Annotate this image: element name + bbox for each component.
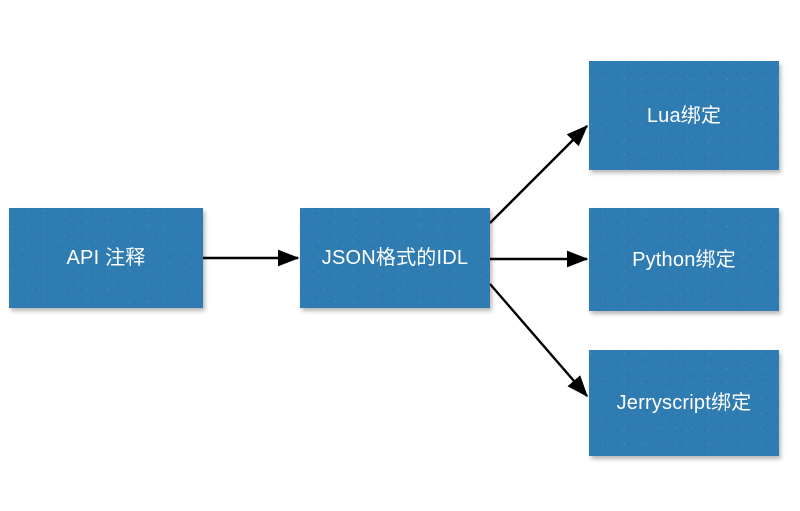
node-json-idl[interactable]: JSON格式的IDL (300, 208, 490, 308)
connector-idl-to-lua (489, 124, 589, 224)
node-label: Lua绑定 (646, 104, 722, 127)
node-label: JSON格式的IDL (321, 247, 469, 269)
node-lua-binding[interactable]: Lua绑定 (589, 61, 779, 170)
node-label: API 注释 (66, 247, 146, 269)
node-python-binding[interactable]: Python绑定 (589, 208, 779, 311)
node-api-annotation[interactable]: API 注释 (9, 208, 203, 308)
node-label: Jerryscript绑定 (616, 392, 752, 414)
node-label: Python绑定 (632, 248, 736, 271)
node-jerryscript-binding[interactable]: Jerryscript绑定 (589, 350, 779, 456)
connector-idl-to-jerryscript (489, 283, 588, 398)
